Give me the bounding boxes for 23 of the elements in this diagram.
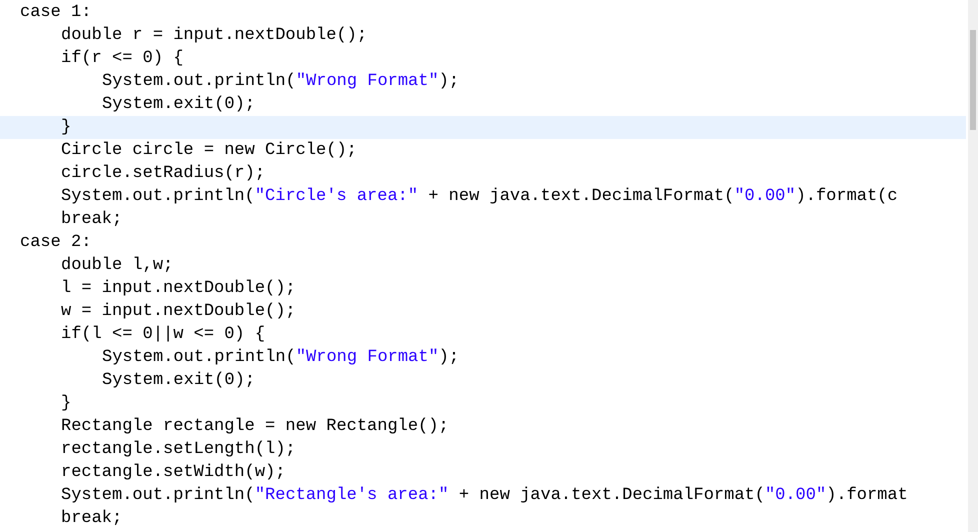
code-line: break;	[61, 508, 122, 530]
code-line: System.out.println("Wrong Format");	[102, 347, 460, 369]
code-line: l = input.nextDouble();	[61, 278, 296, 300]
code-line: System.out.println("Rectangle's area:" + new java.text.DecimalFormat("0.00").format	[61, 485, 908, 507]
code-line: System.out.println("Circle's area:" + new java.text.DecimalFormat("0.00").format(c	[61, 186, 898, 208]
code-line: System.exit(0);	[102, 94, 256, 116]
code-line: double r = input.nextDouble();	[61, 25, 368, 47]
code-line: rectangle.setLength(l);	[61, 439, 296, 461]
code-line: double l,w;	[61, 255, 174, 277]
code-line: rectangle.setWidth(w);	[61, 462, 286, 484]
code-line: case 1:	[20, 2, 92, 24]
code-line: System.out.println("Wrong Format");	[102, 71, 460, 93]
code-line: }	[61, 393, 72, 415]
code-line: Rectangle rectangle = new Rectangle();	[61, 416, 449, 438]
code-line: w = input.nextDouble();	[61, 301, 296, 323]
code-line: }	[61, 117, 72, 139]
code-line: if(l <= 0||w <= 0) {	[61, 324, 266, 346]
code-line: Circle circle = new Circle();	[61, 140, 357, 162]
code-line: System.exit(0);	[102, 370, 256, 392]
code-line: break;	[61, 209, 122, 231]
code-line: circle.setRadius(r);	[61, 163, 266, 185]
code-line: case 2:	[20, 232, 92, 254]
code-line: if(r <= 0) {	[61, 48, 184, 70]
